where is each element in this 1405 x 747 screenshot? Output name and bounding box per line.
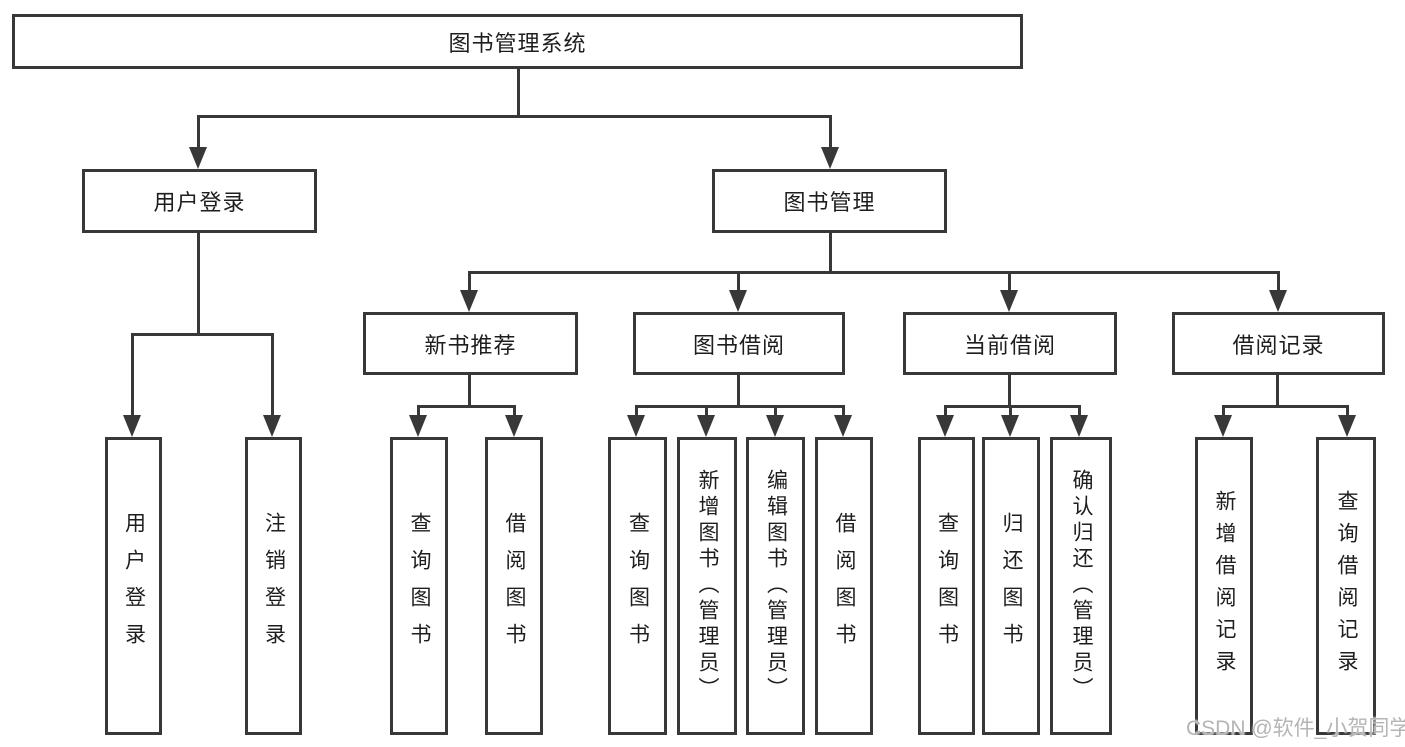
node-user-login: 用户登录 [82, 169, 317, 233]
leaf-query-books-current: 查询图书 [918, 437, 975, 735]
leaf-query-books-recommend-label: 查询图书 [408, 512, 431, 660]
csdn-watermark: CSDN @软件_小贺同学 [1186, 717, 1405, 740]
leaf-add-books-admin: 新增图书（管理员） [677, 437, 737, 735]
connector-line [468, 271, 471, 292]
arrow-down-icon [123, 415, 141, 437]
connector-line [1276, 374, 1279, 408]
leaf-borrow-books-label: 借阅图书 [833, 512, 856, 660]
leaf-query-books-borrow: 查询图书 [608, 437, 667, 735]
connector-line [197, 232, 200, 336]
connector-line [944, 405, 947, 418]
leaf-add-borrow-record: 新增借阅记录 [1195, 437, 1253, 735]
connector-line [829, 115, 832, 148]
leaf-return-books-label: 归还图书 [1000, 512, 1023, 660]
arrow-down-icon [766, 415, 784, 437]
node-book-management-label: 图书管理 [783, 190, 876, 215]
connector-line [1222, 405, 1349, 408]
node-new-book-recommend: 新书推荐 [363, 312, 578, 375]
leaf-user-login-label: 用户登录 [122, 512, 146, 660]
connector-line [842, 405, 845, 418]
connector-line [197, 115, 832, 118]
arrow-down-icon [1001, 415, 1019, 437]
connector-line [774, 405, 777, 418]
arrow-down-icon [409, 415, 427, 437]
leaf-query-borrow-record-label: 查询借阅记录 [1335, 490, 1358, 682]
arrow-down-icon [263, 415, 281, 437]
node-borrow-records-label: 借阅记录 [1232, 332, 1325, 358]
leaf-query-books-current-label: 查询图书 [935, 512, 959, 660]
connector-line [1346, 405, 1349, 418]
leaf-return-books: 归还图书 [982, 437, 1040, 735]
connector-line [1078, 405, 1081, 418]
arrow-down-icon [729, 290, 747, 312]
leaf-confirm-return-admin-label: 确认归还（管理员） [1070, 469, 1093, 703]
connector-line [417, 405, 516, 408]
arrow-down-icon [1000, 290, 1018, 312]
connector-line [271, 333, 274, 417]
connector-line [635, 405, 638, 418]
leaf-add-books-admin-label: 新增图书（管理员） [696, 469, 719, 703]
connector-line [197, 115, 200, 148]
node-book-borrow: 图书借阅 [633, 312, 845, 375]
arrow-down-icon [1214, 415, 1232, 437]
leaf-query-books-borrow-label: 查询图书 [626, 512, 650, 660]
leaf-query-borrow-record: 查询借阅记录 [1316, 437, 1376, 735]
node-new-book-recommend-label: 新书推荐 [424, 332, 517, 358]
arrow-down-icon [1338, 415, 1356, 437]
leaf-borrow-books-recommend: 借阅图书 [485, 437, 543, 735]
arrow-down-icon [189, 147, 207, 169]
connector-line [131, 333, 134, 417]
node-root: 图书管理系统 [12, 14, 1023, 69]
connector-line [1008, 374, 1011, 408]
connector-line [1009, 405, 1012, 418]
leaf-user-login: 用户登录 [105, 437, 162, 735]
leaf-edit-books-admin: 编辑图书（管理员） [746, 437, 805, 735]
connector-line [131, 333, 274, 336]
connector-line [468, 374, 471, 408]
node-borrow-records: 借阅记录 [1172, 312, 1385, 375]
connector-line [705, 405, 708, 418]
node-current-borrow: 当前借阅 [903, 312, 1117, 375]
connector-line [737, 271, 740, 292]
arrow-down-icon [936, 415, 954, 437]
leaf-query-books-recommend: 查询图书 [390, 437, 448, 735]
connector-line [417, 405, 420, 418]
connector-line [1222, 405, 1225, 418]
connector-line [517, 68, 520, 118]
leaf-confirm-return-admin: 确认归还（管理员） [1050, 437, 1112, 735]
connector-line [1008, 271, 1011, 292]
arrow-down-icon [834, 415, 852, 437]
connector-line [1277, 271, 1280, 292]
connector-line [635, 405, 845, 408]
leaf-borrow-books: 借阅图书 [815, 437, 873, 735]
leaf-borrow-books-recommend-label: 借阅图书 [503, 512, 526, 660]
arrow-down-icon [460, 290, 478, 312]
node-book-management: 图书管理 [712, 169, 947, 233]
node-book-borrow-label: 图书借阅 [692, 332, 785, 358]
connector-line [829, 232, 832, 274]
connector-line [513, 405, 516, 418]
leaf-edit-books-admin-label: 编辑图书（管理员） [764, 469, 788, 703]
arrow-down-icon [627, 415, 645, 437]
arrow-down-icon [697, 415, 715, 437]
connector-line [468, 271, 1280, 274]
arrow-down-icon [1070, 415, 1088, 437]
connector-line [944, 405, 1081, 408]
node-root-label: 图书管理系统 [448, 30, 587, 56]
connector-line [737, 374, 740, 408]
node-current-borrow-label: 当前借阅 [963, 332, 1056, 358]
arrow-down-icon [505, 415, 523, 437]
node-user-login-label: 用户登录 [153, 190, 246, 215]
leaf-logout: 注销登录 [245, 437, 302, 735]
arrow-down-icon [1269, 290, 1287, 312]
leaf-add-borrow-record-label: 新增借阅记录 [1213, 490, 1236, 682]
arrow-down-icon [821, 147, 839, 169]
leaf-logout-label: 注销登录 [262, 512, 286, 660]
